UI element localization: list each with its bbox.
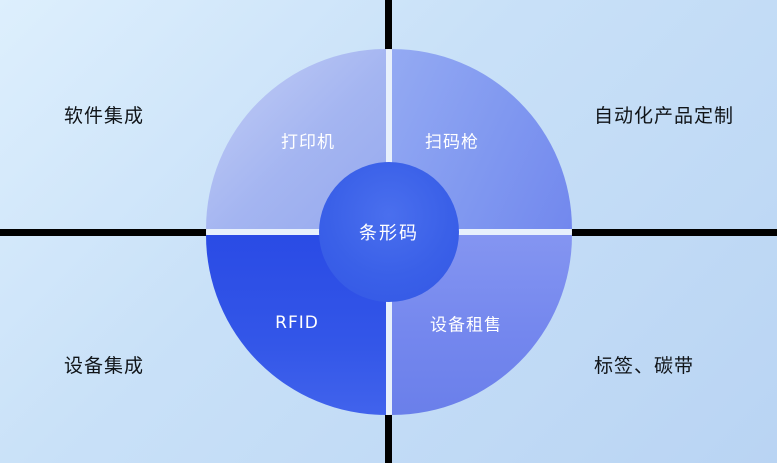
circle-group: 打印机 扫码枪 RFID 设备租售 条形码 xyxy=(206,49,572,415)
corner-label-bottom-right: 标签、碳带 xyxy=(594,355,695,377)
quadrant-top-left-label: 打印机 xyxy=(281,132,335,153)
corner-label-top-right: 自动化产品定制 xyxy=(594,105,735,127)
quadrant-top-right-label: 扫码枪 xyxy=(425,132,479,153)
quadrant-bottom-right-label: 设备租售 xyxy=(430,315,502,336)
corner-label-top-left: 软件集成 xyxy=(64,105,145,127)
corner-label-bottom-left: 设备集成 xyxy=(64,355,145,377)
center-circle-label: 条形码 xyxy=(359,223,419,244)
center-circle: 条形码 xyxy=(319,162,459,302)
quadrant-bottom-left-label: RFID xyxy=(275,313,319,333)
